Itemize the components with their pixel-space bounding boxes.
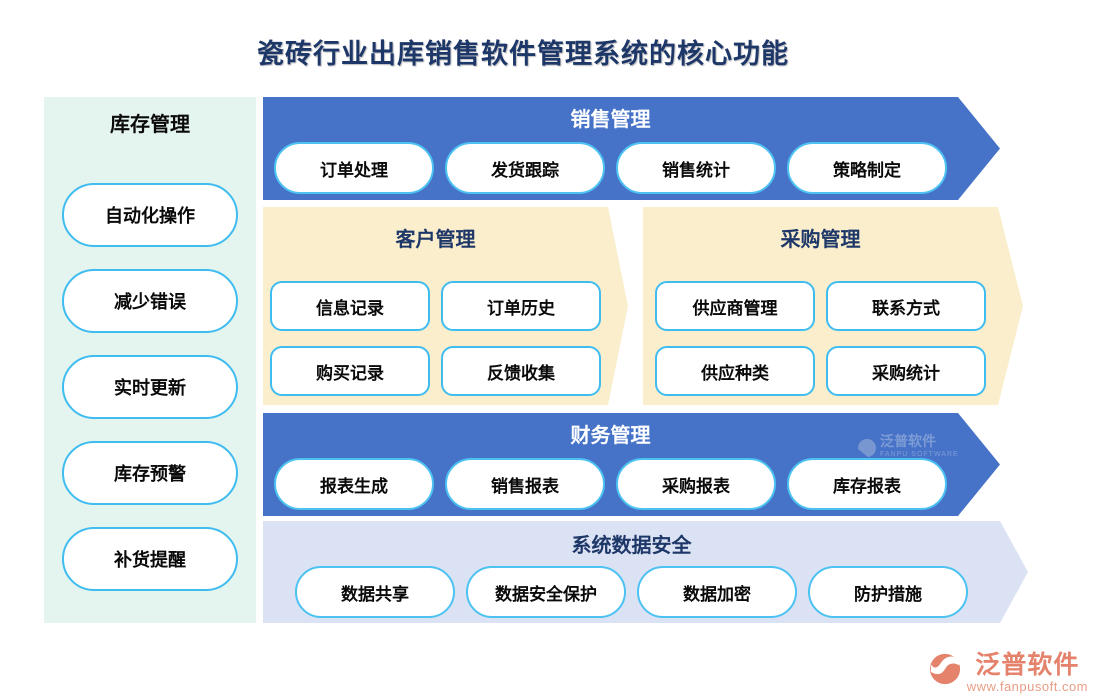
security-pill-row: 数据共享 数据安全保护 数据加密 防护措施	[263, 566, 1028, 618]
sales-item-pill: 策略制定	[787, 142, 947, 194]
watermark-logo-icon	[858, 439, 876, 457]
brand-url: www.fanpusoft.com	[966, 679, 1088, 694]
finance-banner: 泛普软件 FANPU SOFTWARE 财务管理 报表生成 销售报表 采购报表 库…	[263, 413, 1000, 516]
inventory-item-pill: 减少错误	[62, 269, 238, 333]
security-banner-title: 系统数据安全	[571, 535, 692, 557]
finance-banner-title: 财务管理	[570, 425, 651, 447]
inventory-panel: 库存管理 自动化操作 减少错误 实时更新 库存预警 补货提醒	[44, 97, 256, 623]
brand-name: 泛普软件	[975, 651, 1080, 679]
sales-pill-row: 订单处理 发货跟踪 销售统计 策略制定	[263, 142, 1000, 194]
security-item-pill: 数据加密	[637, 566, 797, 618]
security-item-pill: 数据安全保护	[466, 566, 626, 618]
security-item-pill: 防护措施	[808, 566, 968, 618]
finance-item-pill: 销售报表	[445, 458, 605, 510]
watermark-brand: 泛普软件	[880, 433, 936, 449]
sales-item-pill: 发货跟踪	[445, 142, 605, 194]
sales-banner-title: 销售管理	[570, 109, 651, 131]
security-item-pill: 数据共享	[295, 566, 455, 618]
customer-item-pill: 订单历史	[441, 281, 601, 331]
finance-item-pill: 报表生成	[274, 458, 434, 510]
purchase-banner: 采购管理 供应商管理 联系方式 供应种类 采购统计	[643, 207, 1023, 405]
inventory-item-pill: 实时更新	[62, 355, 238, 419]
finance-item-pill: 采购报表	[616, 458, 776, 510]
inventory-item-pill: 补货提醒	[62, 527, 238, 591]
page-title: 瓷砖行业出库销售软件管理系统的核心功能	[257, 39, 789, 69]
inventory-item-pill: 库存预警	[62, 441, 238, 505]
finance-pill-row: 报表生成 销售报表 采购报表 库存报表	[263, 458, 1000, 510]
watermark: 泛普软件 FANPU SOFTWARE	[858, 433, 959, 461]
purchase-item-pill: 联系方式	[826, 281, 986, 331]
sales-banner: 销售管理 订单处理 发货跟踪 销售统计 策略制定	[263, 97, 1000, 200]
inventory-pill-list: 自动化操作 减少错误 实时更新 库存预警 补货提醒	[44, 183, 256, 591]
customer-purchase-row: 客户管理 信息记录 订单历史 购买记录 反馈收集 采购管理 供应商管理 联系方式…	[263, 207, 1028, 405]
purchase-item-pill: 供应种类	[655, 346, 815, 396]
inventory-item-pill: 自动化操作	[62, 183, 238, 247]
watermark-subtext: FANPU SOFTWARE	[880, 451, 959, 458]
security-banner: 系统数据安全 数据共享 数据安全保护 数据加密 防护措施	[263, 521, 1028, 623]
purchase-banner-title: 采购管理	[780, 229, 861, 251]
customer-pill-grid: 信息记录 订单历史 购买记录 反馈收集	[263, 281, 628, 396]
finance-item-pill: 库存报表	[787, 458, 947, 510]
purchase-item-pill: 供应商管理	[655, 281, 815, 331]
sales-item-pill: 销售统计	[616, 142, 776, 194]
brand-logo-icon	[929, 653, 960, 685]
brand-logo: 泛普软件 www.fanpusoft.com	[928, 652, 1088, 694]
customer-banner: 客户管理 信息记录 订单历史 购买记录 反馈收集	[263, 207, 628, 405]
customer-item-pill: 购买记录	[270, 346, 430, 396]
purchase-item-pill: 采购统计	[826, 346, 986, 396]
purchase-pill-grid: 供应商管理 联系方式 供应种类 采购统计	[643, 281, 1023, 396]
customer-item-pill: 信息记录	[270, 281, 430, 331]
customer-banner-title: 客户管理	[395, 229, 476, 251]
inventory-panel-title: 库存管理	[110, 114, 190, 136]
customer-item-pill: 反馈收集	[441, 346, 601, 396]
sales-item-pill: 订单处理	[274, 142, 434, 194]
